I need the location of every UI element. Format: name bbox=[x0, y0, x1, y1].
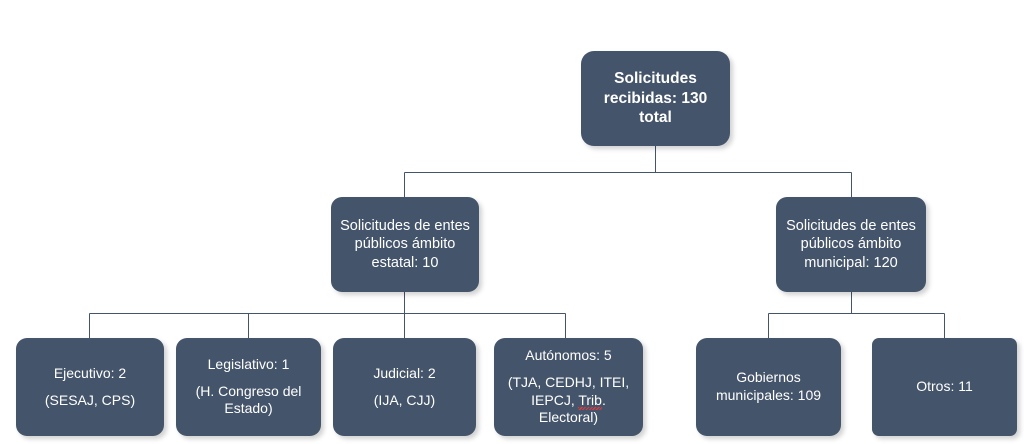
node-line: municipal: 120 bbox=[804, 254, 898, 271]
node-judicial[interactable]: Judicial: 2 (IJA, CJJ) bbox=[333, 338, 476, 436]
node-solicitudes-recibidas[interactable]: Solicitudes recibidas: 130 total bbox=[581, 51, 730, 146]
node-line: Otros: 11 bbox=[916, 378, 973, 395]
spellcheck-misspelled-word: Trib bbox=[578, 391, 602, 408]
node-heading: Legislativo: 1 bbox=[207, 355, 290, 372]
node-detail: (H. Congreso del bbox=[195, 382, 302, 399]
node-line: municipales: 109 bbox=[715, 387, 822, 403]
node-detail-misspelled-line: IEPCJ, Trib. bbox=[501, 392, 636, 410]
node-otros[interactable]: Otros: 11 bbox=[872, 338, 1017, 436]
node-legislativo[interactable]: Legislativo: 1 (H. Congreso del Estado) bbox=[176, 338, 321, 436]
node-detail: (SESAJ, CPS) bbox=[44, 391, 136, 408]
node-ambito-estatal[interactable]: Solicitudes de entes públicos ámbito est… bbox=[331, 197, 479, 292]
node-detail: Electoral) bbox=[538, 409, 599, 426]
node-line: públicos ámbito bbox=[800, 236, 902, 253]
node-heading: Ejecutivo: 2 bbox=[53, 364, 127, 381]
node-detail: Estado) bbox=[224, 400, 273, 417]
node-line: públicos ámbito bbox=[354, 236, 456, 253]
node-gobiernos-municipales[interactable]: Gobiernos municipales: 109 bbox=[696, 338, 841, 436]
node-ambito-municipal[interactable]: Solicitudes de entes públicos ámbito mun… bbox=[776, 197, 926, 292]
node-heading: Autónomos: 5 bbox=[525, 346, 612, 363]
node-heading: Judicial: 2 bbox=[373, 364, 436, 381]
node-detail-suffix: . bbox=[601, 391, 606, 408]
node-line: total bbox=[639, 109, 672, 127]
node-detail: (TJA, CEDHJ, ITEI, bbox=[507, 373, 630, 390]
node-line: estatal: 10 bbox=[371, 254, 439, 271]
node-line: Gobiernos bbox=[736, 369, 801, 386]
node-autonomos[interactable]: Autónomos: 5 (TJA, CEDHJ, ITEI, IEPCJ, T… bbox=[494, 338, 643, 436]
node-detail-prefix: IEPCJ, bbox=[531, 391, 579, 408]
node-line: Solicitudes de entes bbox=[786, 217, 916, 234]
node-ejecutivo[interactable]: Ejecutivo: 2 (SESAJ, CPS) bbox=[16, 338, 164, 436]
node-line: recibidas: 130 bbox=[603, 89, 708, 107]
node-line: Solicitudes bbox=[614, 69, 697, 87]
node-line: Solicitudes de entes bbox=[340, 217, 470, 234]
node-detail: (IJA, CJJ) bbox=[373, 391, 436, 408]
